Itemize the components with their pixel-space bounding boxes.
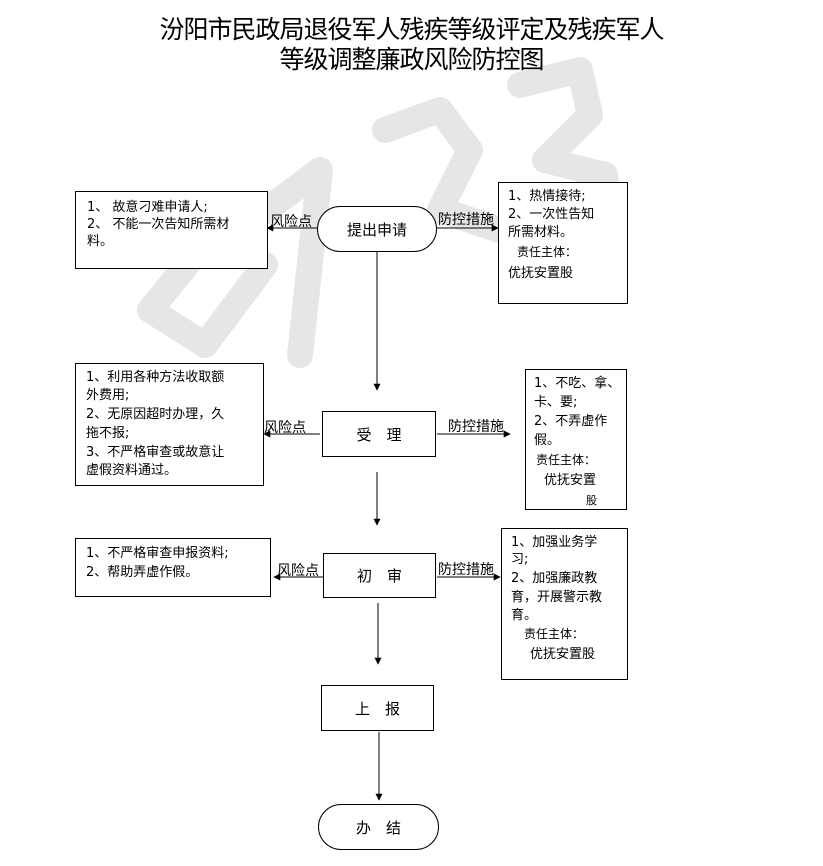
- risk-label-accept: 风险点: [264, 420, 306, 436]
- page-title-line-2: 等级调整廉政风险防控图: [279, 45, 544, 74]
- control-apply-line: 1、热情接待;: [508, 189, 586, 204]
- risk-box-apply: 1、 故意刁难申请人; 2、 不能一次告知所需材 料。: [75, 191, 268, 269]
- step-review-label: 初 审: [356, 567, 402, 585]
- risk-accept-line: 1、利用各种方法收取额: [86, 370, 225, 385]
- page-title-line-1: 汾阳市民政局退役军人残疾等级评定及残疾军人: [159, 15, 664, 44]
- step-apply-label: 提出申请: [346, 220, 407, 239]
- risk-box-review: 1、不严格审查申报资料; 2、帮助弄虚作假。: [75, 538, 271, 597]
- control-box-review: 1、加强业务学 习; 2、加强廉政教 育，开展警示教 育。 责任主体： 优抚安置…: [501, 528, 628, 680]
- control-review-line: 育，开展警示教: [511, 590, 603, 605]
- risk-label-apply: 风险点: [270, 214, 312, 230]
- risk-label-review: 风险点: [277, 563, 319, 579]
- control-box-accept: 1、不吃、拿、 卡、要; 2、不弄虚作 假。 责任主体： 优抚安置 股: [525, 369, 627, 510]
- risk-box-accept: 1、利用各种方法收取额 外费用; 2、无原因超时办理，久 拖不报; 3、不严格审…: [75, 363, 264, 486]
- risk-accept-line: 虚假资料通过。: [86, 463, 178, 478]
- risk-apply-line: 2、 不能一次告知所需材: [87, 217, 230, 232]
- control-review-line: 育。: [511, 608, 538, 623]
- control-box-apply: 1、热情接待; 2、一次性告知 所需材料。 责任主体： 优抚安置股: [498, 182, 628, 304]
- risk-accept-line: 3、不严格审查或故意让: [86, 445, 225, 460]
- control-apply-line: 优抚安置股: [508, 266, 574, 281]
- control-accept-line: 1、不吃、拿、: [534, 376, 621, 391]
- risk-review-line: 2、帮助弄虚作假。: [86, 565, 199, 580]
- control-review-line: 责任主体：: [524, 627, 585, 641]
- control-accept-line: 卡、要;: [534, 395, 578, 410]
- control-review-line: 优抚安置股: [530, 647, 596, 662]
- step-finish-label: 办 结: [355, 818, 401, 837]
- control-review-line: 1、加强业务学: [511, 535, 598, 550]
- control-label-accept: 防控措施: [448, 419, 504, 435]
- step-review: 初 审: [323, 553, 436, 598]
- control-accept-line: 2、不弄虚作: [534, 414, 608, 429]
- step-report: 上 报: [321, 685, 434, 731]
- risk-accept-line: 外费用;: [86, 388, 130, 403]
- step-accept: 受 理: [322, 411, 436, 457]
- control-apply-line: 责任主体：: [517, 245, 578, 259]
- control-label-apply: 防控措施: [438, 212, 494, 228]
- control-review-line: 2、加强廉政教: [511, 571, 598, 586]
- control-accept-line: 假。: [534, 433, 561, 448]
- risk-accept-line: 拖不报;: [86, 426, 130, 441]
- control-accept-line: 股: [586, 494, 597, 507]
- step-finish: 办 结: [318, 804, 439, 850]
- control-apply-line: 2、一次性告知: [508, 207, 595, 222]
- step-apply: 提出申请: [317, 206, 437, 252]
- risk-apply-line: 1、 故意刁难申请人;: [87, 200, 208, 215]
- step-accept-label: 受 理: [356, 425, 402, 444]
- risk-accept-line: 2、无原因超时办理，久: [86, 407, 225, 422]
- risk-review-line: 1、不严格审查申报资料;: [86, 546, 229, 561]
- risk-apply-line: 料。: [87, 234, 114, 249]
- control-accept-line: 优抚安置: [544, 473, 597, 488]
- control-review-line: 习;: [511, 552, 529, 567]
- control-apply-line: 所需材料。: [508, 225, 574, 240]
- step-report-label: 上 报: [354, 699, 400, 718]
- control-accept-line: 责任主体：: [536, 453, 597, 467]
- control-label-review: 防控措施: [438, 562, 494, 578]
